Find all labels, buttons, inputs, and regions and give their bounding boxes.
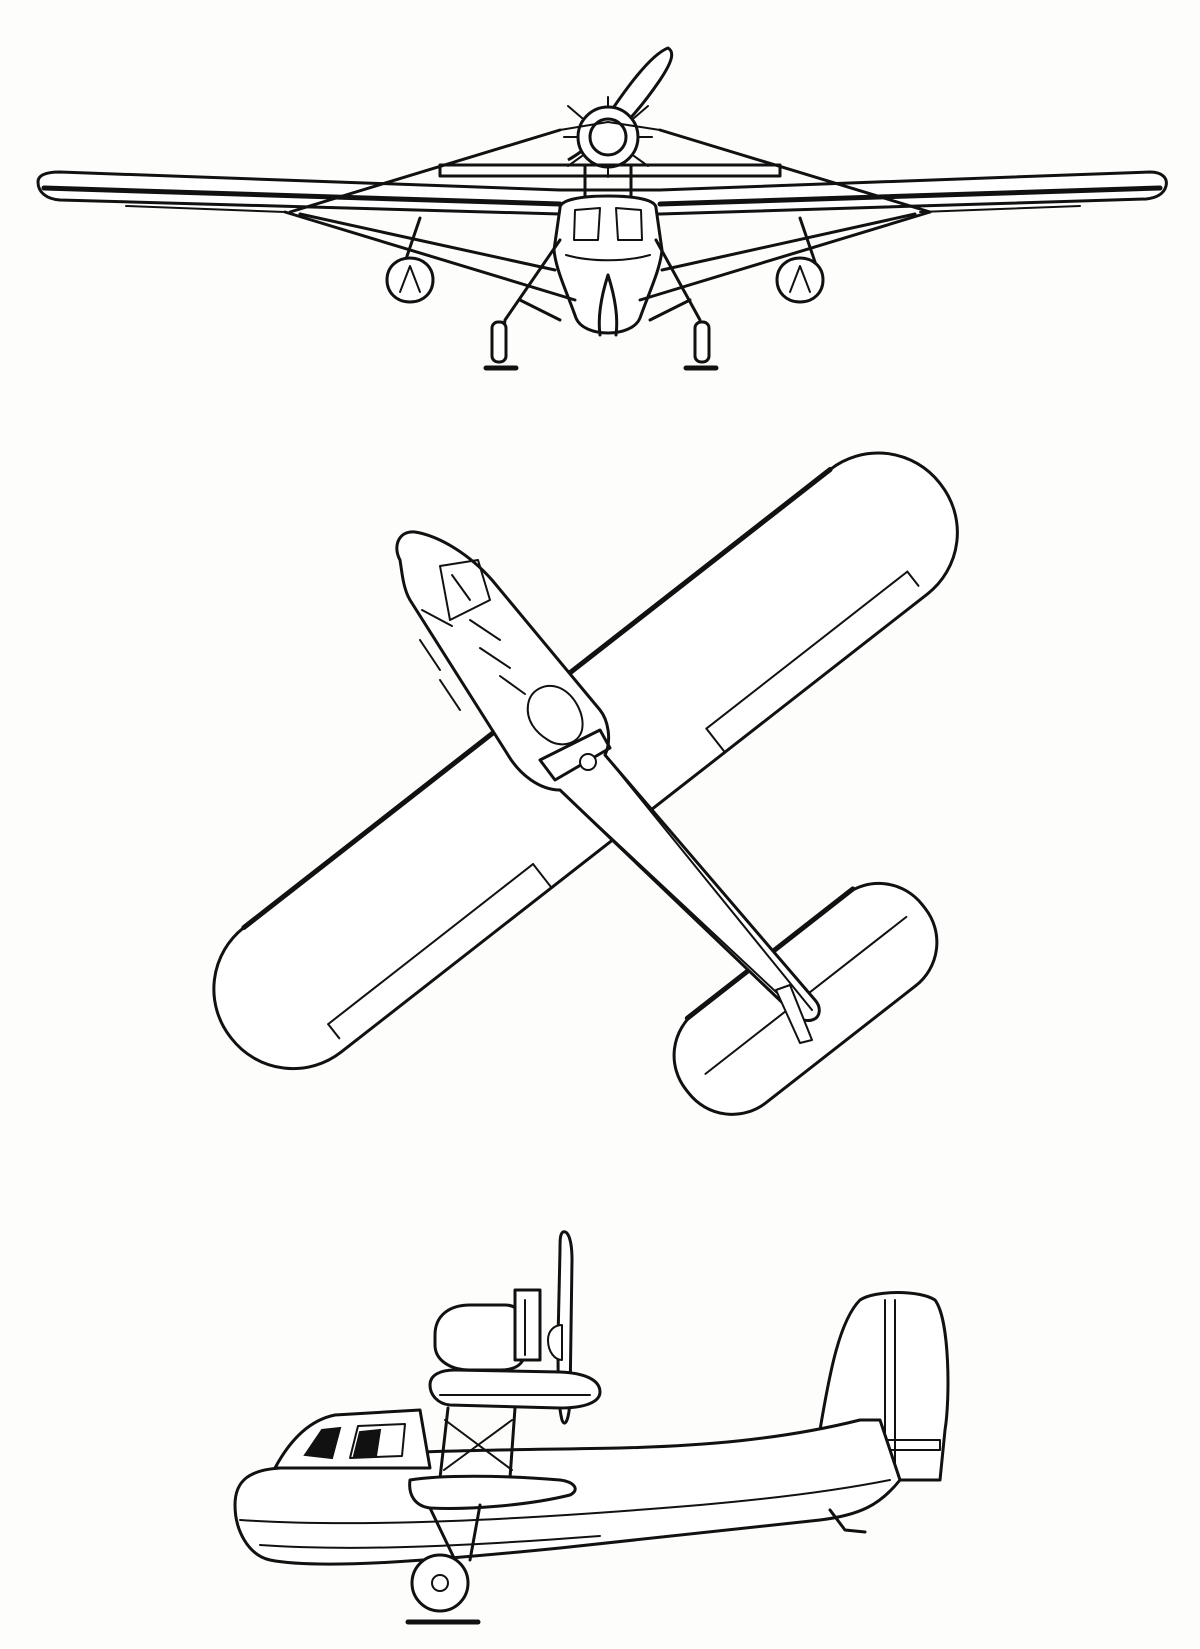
front-propeller	[563, 46, 674, 178]
side-view	[233, 1230, 950, 1625]
front-view	[36, 46, 1168, 371]
front-landing-gear	[483, 238, 719, 371]
side-cabin	[273, 1408, 432, 1470]
front-hull	[552, 194, 664, 337]
plan-fuselage	[395, 530, 821, 1044]
side-struts-float	[408, 1406, 577, 1562]
side-landing-gear	[405, 1553, 481, 1625]
front-wing-floats	[283, 210, 932, 304]
plan-view	[212, 451, 959, 1116]
side-engine-nacelle	[433, 1288, 542, 1372]
side-wing	[428, 1368, 602, 1410]
side-tail-skid	[828, 1508, 867, 1534]
